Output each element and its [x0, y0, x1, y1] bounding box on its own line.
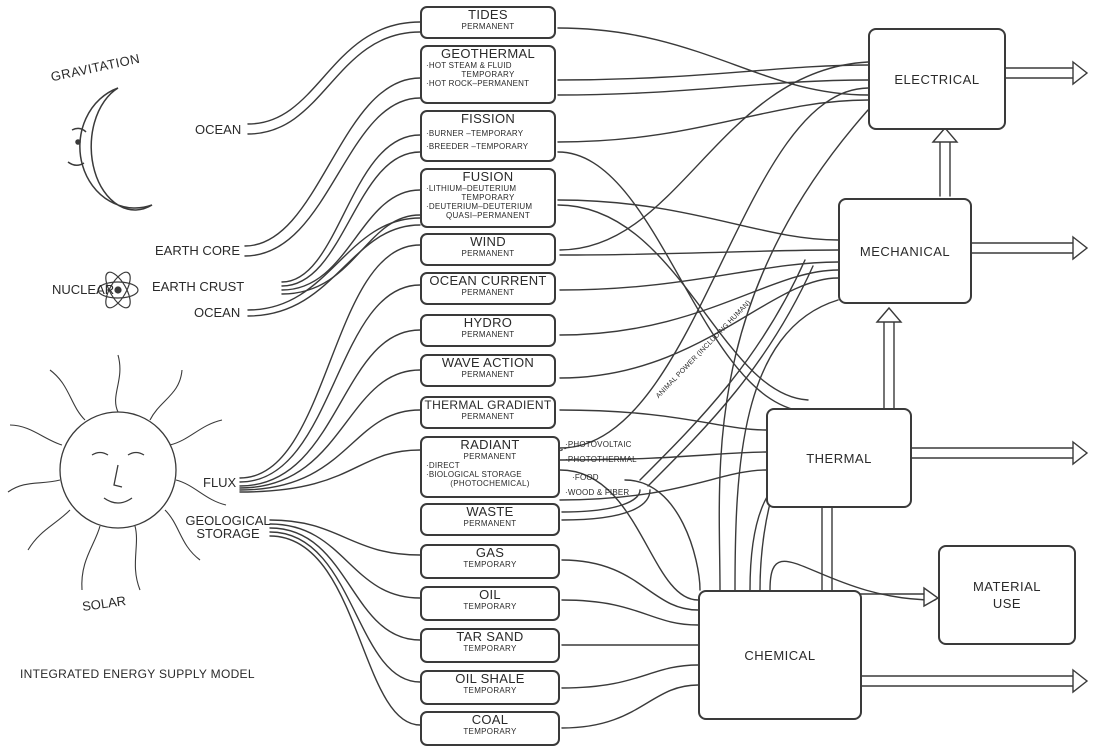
resource-coal: COAL TEMPORARY	[420, 711, 560, 746]
hydro-name: HYDRO	[463, 315, 513, 330]
radiant-sub: PERMANENT	[463, 452, 517, 461]
tar-sand-name: TAR SAND	[456, 629, 524, 644]
flow-chemical-up	[718, 109, 936, 601]
flow-ocean-tides	[247, 21, 421, 135]
food-label: ·FOOD	[572, 473, 599, 482]
photothermal-label: ·PHOTOTHERMAL	[565, 455, 637, 464]
output-thermal: THERMAL	[766, 408, 912, 508]
oil-name: OIL	[479, 587, 501, 602]
waste-name: WASTE	[466, 504, 514, 519]
resource-wave-action: WAVE ACTION PERMANENT	[420, 354, 556, 387]
wave-action-name: WAVE ACTION	[441, 355, 535, 370]
wave-action-sub: PERMANENT	[461, 370, 515, 379]
output-material-use: MATERIAL USE	[938, 545, 1076, 645]
flow-resources-to-electrical	[557, 27, 869, 449]
geological-storage-label: GEOLOGICAL STORAGE	[185, 513, 271, 541]
flux-label: FLUX	[203, 475, 237, 490]
fusion-line3: ·DEUTERIUM–DEUTERIUM	[426, 202, 533, 211]
atom-icon	[97, 271, 139, 309]
geothermal-line1: ·HOT STEAM & FLUID	[426, 61, 512, 70]
fusion-name: FUSION	[462, 169, 514, 184]
resource-oil: OIL TEMPORARY	[420, 586, 560, 621]
flow-resources-to-thermal	[557, 151, 809, 501]
flow-resources-to-chemical	[559, 469, 701, 729]
photovoltaic-label: ·PHOTOVOLTAIC	[565, 440, 632, 449]
geothermal-line3: ·HOT ROCK–PERMANENT	[426, 79, 530, 88]
output-mechanical: MECHANICAL	[838, 198, 972, 304]
earth-core-label: EARTH CORE	[155, 243, 240, 258]
radiant-line3: (PHOTOCHEMICAL)	[450, 479, 530, 488]
fission-name: FISSION	[460, 111, 516, 126]
resource-thermal-gradient: THERMAL GRADIENT PERMANENT	[420, 396, 556, 429]
oil-shale-name: OIL SHALE	[455, 671, 525, 686]
resource-radiant: RADIANT PERMANENT ·DIRECT ·BIOLOGICAL ST…	[420, 436, 560, 498]
fission-line2: ·BREEDER –TEMPORARY	[426, 142, 529, 151]
wood-fiber-label: ·WOOD & FIBER	[565, 488, 630, 497]
diagram-caption: INTEGRATED ENERGY SUPPLY MODEL	[20, 667, 255, 681]
resource-oil-shale: OIL SHALE TEMPORARY	[420, 670, 560, 705]
ocean-current-name: OCEAN CURRENT	[429, 273, 547, 288]
fission-line1: ·BURNER –TEMPORARY	[426, 129, 524, 138]
fusion-line2: TEMPORARY	[461, 193, 515, 202]
resource-fusion: FUSION ·LITHIUM–DEUTERIUM TEMPORARY ·DEU…	[420, 168, 556, 228]
gas-sub: TEMPORARY	[463, 560, 517, 569]
output-electrical: ELECTRICAL	[868, 28, 1006, 130]
geothermal-name: GEOTHERMAL	[440, 46, 535, 61]
radiant-name: RADIANT	[460, 437, 520, 452]
flow-geological-fan	[269, 519, 421, 726]
mechanical-to-electrical-arrow	[931, 126, 959, 197]
flow-earthcore-geothermal	[244, 77, 421, 257]
fusion-line1: ·LITHIUM–DEUTERIUM	[426, 184, 517, 193]
waste-sub: PERMANENT	[463, 519, 517, 528]
gas-name: GAS	[475, 545, 505, 560]
hydro-sub: PERMANENT	[461, 330, 515, 339]
tides-name: TIDES	[468, 7, 508, 22]
tar-sand-sub: TEMPORARY	[463, 644, 517, 653]
flow-ocean-fusion	[247, 217, 421, 317]
wind-sub: PERMANENT	[461, 249, 515, 258]
radiant-line2: ·BIOLOGICAL STORAGE	[426, 470, 522, 479]
nuclear-label: NUCLEAR	[52, 282, 115, 297]
coal-name: COAL	[471, 712, 509, 727]
resource-waste: WASTE PERMANENT	[420, 503, 560, 536]
flow-earthcrust-fission-fusion	[281, 134, 421, 295]
ocean-current-sub: PERMANENT	[461, 288, 515, 297]
resource-geothermal: GEOTHERMAL ·HOT STEAM & FLUID TEMPORARY …	[420, 45, 556, 104]
thermal-gradient-sub: PERMANENT	[461, 412, 515, 421]
thermal-output-arrow	[911, 440, 1089, 466]
animal-power-band	[639, 259, 814, 487]
waste-return-flow	[561, 489, 641, 513]
fusion-line4: QUASI–PERMANENT	[445, 211, 531, 220]
resource-fission: FISSION ·BURNER –TEMPORARY ·BREEDER –TEM…	[420, 110, 556, 162]
resource-wind: WIND PERMANENT	[420, 233, 556, 266]
wind-name: WIND	[470, 234, 506, 249]
mechanical-output-arrow	[969, 235, 1089, 261]
oil-shale-sub: TEMPORARY	[463, 686, 517, 695]
chemical-output-arrow	[859, 668, 1089, 694]
moon-icon	[67, 87, 153, 211]
output-chemical: CHEMICAL	[698, 590, 862, 720]
sun-icon	[7, 354, 227, 591]
resource-tides: TIDES PERMANENT	[420, 6, 556, 39]
thermal-gradient-name: THERMAL GRADIENT	[424, 398, 552, 412]
coal-sub: TEMPORARY	[463, 727, 517, 736]
resource-ocean-current: OCEAN CURRENT PERMANENT	[420, 272, 556, 305]
flow-resources-to-mechanical	[557, 199, 839, 379]
electrical-output-arrow	[1004, 60, 1089, 86]
thermal-to-mechanical-arrow	[875, 306, 903, 409]
geothermal-line2: TEMPORARY	[461, 70, 515, 79]
radiant-line1: ·DIRECT	[426, 461, 460, 470]
resource-hydro: HYDRO PERMANENT	[420, 314, 556, 347]
ocean-gravitation-label: OCEAN	[195, 122, 242, 137]
earth-crust-label: EARTH CRUST	[152, 279, 245, 294]
resource-gas: GAS TEMPORARY	[420, 544, 560, 579]
flow-flux-fan	[239, 244, 421, 493]
resource-tar-sand: TAR SAND TEMPORARY	[420, 628, 560, 663]
oil-sub: TEMPORARY	[463, 602, 517, 611]
tides-sub: PERMANENT	[461, 22, 515, 31]
ocean-nuclear-label: OCEAN	[194, 305, 241, 320]
